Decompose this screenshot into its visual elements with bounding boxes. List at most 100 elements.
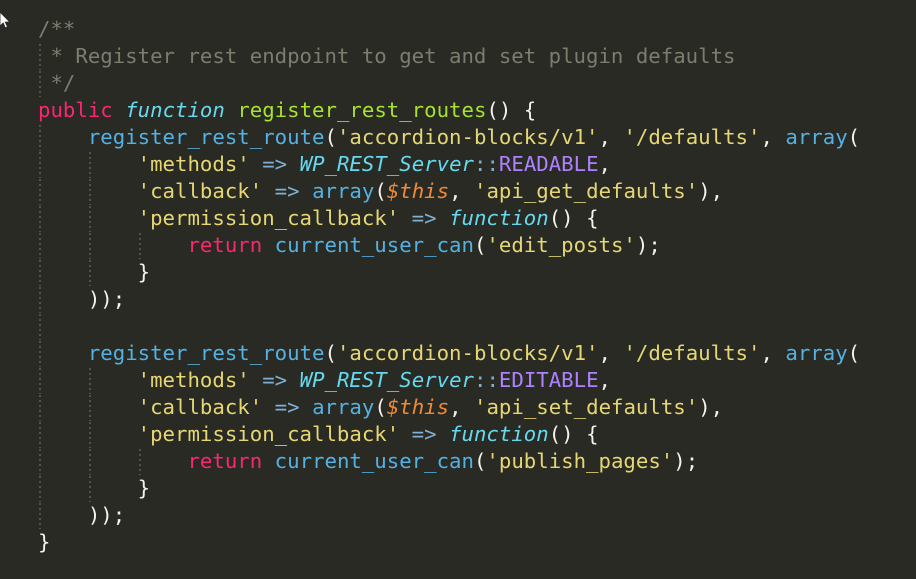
code-token-str: '/defaults': [623, 341, 761, 365]
code-token-plain: ));: [38, 503, 126, 527]
code-token-op: ::: [473, 368, 499, 392]
code-line: [38, 313, 916, 340]
code-token-var: $this: [386, 395, 450, 419]
code-token-plain: () {: [548, 206, 599, 230]
code-token-str: 'edit_posts': [486, 233, 636, 257]
code-token-str: 'methods': [137, 368, 250, 392]
code-line: 'callback' => array($this, 'api_get_defa…: [38, 178, 916, 205]
code-token-plain: ),: [698, 179, 724, 203]
code-token-str: 'callback': [137, 395, 263, 419]
code-token-plain: (: [324, 341, 337, 365]
indent-guide: [89, 368, 91, 394]
code-token-kwpink: return: [187, 449, 263, 473]
indent-guide: [89, 260, 91, 286]
code-token-const: READABLE: [498, 152, 599, 176]
code-token-plain: [437, 422, 449, 446]
code-token-plain: [38, 206, 138, 230]
code-token-plain: (: [847, 341, 861, 365]
code-token-plain: [300, 395, 312, 419]
code-token-comment: */: [38, 71, 76, 95]
indent-guide: [39, 395, 41, 421]
code-token-plain: ),: [698, 395, 724, 419]
code-line: 'permission_callback' => function() {: [38, 421, 916, 448]
code-token-kwcyan: WP_REST_Server: [299, 152, 474, 176]
code-token-call: array: [312, 179, 375, 203]
indent-guide: [89, 422, 91, 448]
code-token-kwcyan: function: [449, 206, 549, 230]
code-token-op: =>: [262, 368, 288, 392]
code-token-str: 'permission_callback': [137, 422, 400, 446]
code-token-plain: ,: [760, 341, 786, 365]
code-token-plain: [38, 125, 88, 149]
code-token-str: 'permission_callback': [137, 206, 400, 230]
code-line: register_rest_route('accordion-blocks/v1…: [38, 124, 916, 151]
indent-guide: [39, 260, 41, 286]
code-token-plain: [225, 98, 237, 122]
code-token-plain: [287, 152, 299, 176]
code-line: ));: [38, 502, 916, 529]
code-token-call: register_rest_route: [87, 125, 325, 149]
code-token-plain: [262, 233, 274, 257]
code-token-plain: [38, 233, 187, 257]
code-line: ));: [38, 286, 916, 313]
code-line: 'methods' => WP_REST_Server::READABLE,: [38, 151, 916, 178]
indent-guide: [39, 233, 41, 259]
code-token-plain: [262, 179, 274, 203]
code-token-plain: ,: [760, 125, 786, 149]
code-token-plain: [38, 152, 138, 176]
code-line: }: [38, 259, 916, 286]
code-token-kwcyan: WP_REST_Server: [299, 368, 474, 392]
code-token-plain: (: [374, 179, 387, 203]
code-token-str: 'publish_pages': [486, 449, 674, 473]
code-token-str: 'methods': [137, 152, 250, 176]
code-token-plain: }: [38, 260, 151, 284]
code-token-plain: [262, 395, 274, 419]
code-token-plain: ,: [449, 395, 475, 419]
code-token-plain: ,: [598, 341, 624, 365]
code-token-str: '/defaults': [623, 125, 761, 149]
code-token-str: 'api_set_defaults': [474, 395, 699, 419]
code-token-plain: }: [38, 530, 51, 554]
indent-guide: [89, 233, 91, 259]
code-token-plain: ,: [598, 152, 612, 176]
code-token-kwcyan: function: [449, 422, 549, 446]
code-token-plain: () {: [548, 422, 599, 446]
indent-guide: [39, 341, 41, 367]
indent-guide: [89, 179, 91, 205]
code-token-kwpink: public: [38, 98, 113, 122]
code-token-plain: ,: [598, 125, 624, 149]
code-token-plain: (: [473, 233, 487, 257]
indent-guide: [89, 449, 91, 475]
code-line: * Register rest endpoint to get and set …: [38, 43, 916, 70]
code-token-str: 'accordion-blocks/v1': [336, 125, 599, 149]
code-token-str: 'accordion-blocks/v1': [336, 341, 599, 365]
indent-guide: [39, 44, 41, 70]
indent-guide: [89, 395, 91, 421]
code-token-plain: [113, 98, 125, 122]
indent-guide: [39, 206, 41, 232]
code-token-plain: ,: [598, 368, 612, 392]
code-token-op: ::: [473, 152, 499, 176]
indent-guide: [39, 179, 41, 205]
code-token-op: =>: [411, 206, 437, 230]
code-line: 'callback' => array($this, 'api_set_defa…: [38, 394, 916, 421]
code-token-plain: ));: [38, 287, 126, 311]
code-token-plain: [38, 368, 138, 392]
code-token-var: $this: [386, 179, 450, 203]
indent-guide: [39, 71, 41, 97]
indent-guide: [89, 476, 91, 502]
code-line: return current_user_can('publish_pages')…: [38, 448, 916, 475]
code-token-call: current_user_can: [274, 449, 474, 473]
code-token-op: =>: [274, 179, 300, 203]
code-token-plain: [399, 422, 411, 446]
code-line: public function register_rest_routes() {: [38, 97, 916, 124]
code-token-fname: register_rest_routes: [237, 98, 487, 122]
code-token-str: 'callback': [137, 179, 263, 203]
code-token-plain: ,: [449, 179, 475, 203]
code-line: }: [38, 529, 916, 556]
code-area[interactable]: /** * Register rest endpoint to get and …: [38, 16, 916, 556]
code-token-plain: [300, 179, 312, 203]
code-line: */: [38, 70, 916, 97]
code-token-op: =>: [411, 422, 437, 446]
